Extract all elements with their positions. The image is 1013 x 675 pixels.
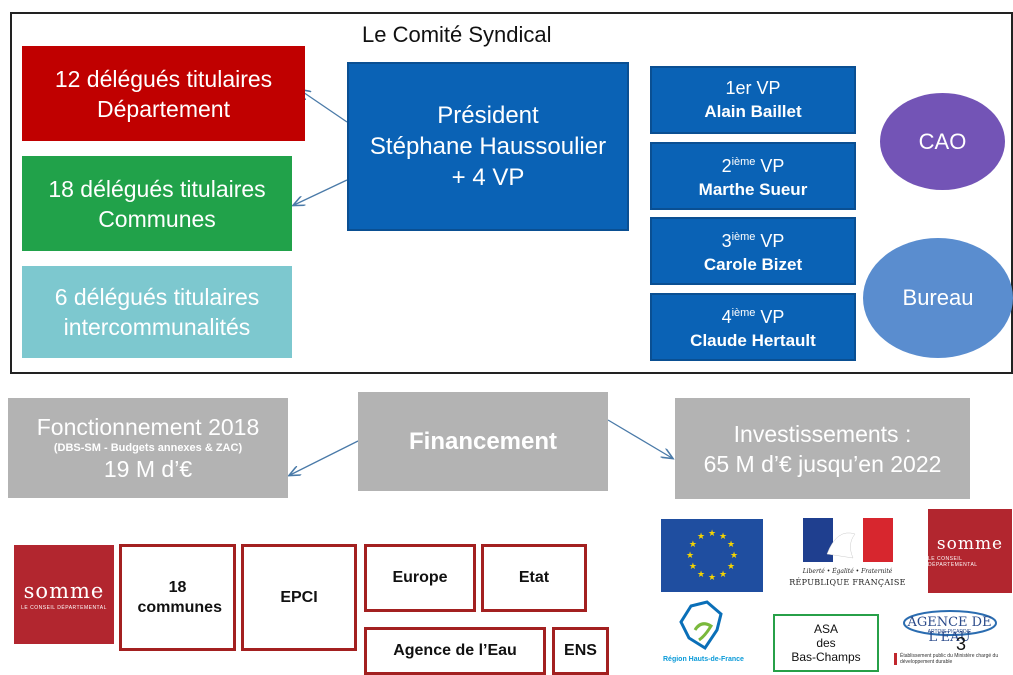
water-swoosh-icon (903, 610, 997, 636)
president-vp-count: + 4 VP (451, 164, 525, 191)
vp-rank: 4ième VP (721, 307, 785, 327)
vp-name: Carole Bizet (703, 255, 803, 274)
fonctionnement-amount: 19 M d’€ (103, 456, 193, 482)
vp-name: Marthe Sueur (698, 180, 808, 199)
eu-star: ★ (719, 569, 727, 579)
vp-rank: 1er VP (725, 78, 781, 98)
eu-star: ★ (689, 561, 697, 571)
eu-star: ★ (697, 569, 705, 579)
delegates-communes-box: 18 délégués titulaires Communes (22, 156, 292, 251)
fonctionnement-title: Fonctionnement 2018 (36, 414, 260, 440)
asa-bas-champs-logo: ASA des Bas-Champs (773, 614, 879, 672)
delegates-intercommunalites-box: 6 délégués titulaires intercommunalités (22, 266, 292, 358)
source-ens: ENS (552, 627, 609, 675)
source-europe: Europe (364, 544, 476, 612)
eu-star: ★ (686, 550, 694, 560)
eu-star: ★ (697, 531, 705, 541)
arrow-to-communes (294, 179, 348, 205)
page-number: 3 (956, 634, 967, 654)
financement-box: Financement (358, 392, 608, 491)
source-communes: 18 communes (119, 544, 236, 651)
arrow-to-investissements (607, 419, 672, 458)
eu-star: ★ (730, 550, 738, 560)
investissements-amount: 65 M d’€ jusqu’en 2022 (703, 450, 942, 477)
region-hauts-de-france-logo: Région Hauts-de-France (661, 600, 751, 675)
region-map-icon (679, 600, 723, 651)
delegates-communes-count: 18 délégués titulaires (48, 175, 266, 202)
delegates-departement-count: 12 délégués titulaires (54, 65, 273, 92)
vp-rank: 3ième VP (721, 231, 785, 251)
investissements-title: Investissements : (733, 420, 912, 447)
president-title: Président (437, 102, 539, 129)
somme-logo: somme LE CONSEIL DÉPARTEMENTAL (14, 545, 114, 644)
investissements-box: Investissements : 65 M d’€ jusqu’en 2022 (675, 398, 970, 499)
delegates-departement-label: Département (97, 95, 230, 122)
source-agence-eau: Agence de l’Eau (364, 627, 546, 675)
president-box: Président Stéphane Haussoulier + 4 VP (347, 62, 629, 231)
vp-rank: 2ième VP (721, 156, 785, 176)
eu-star: ★ (719, 531, 727, 541)
fonctionnement-detail: (DBS-SM - Budgets annexes & ZAC) (53, 442, 243, 454)
somme-logo-small: somme LE CONSEIL DÉPARTEMENTAL (928, 509, 1012, 593)
vp-box-3: 3ième VP Carole Bizet (650, 217, 856, 285)
comite-frame (10, 12, 1013, 374)
agence-eau-logo: AGENCE DE L'EAU ARTOIS-PICARDIE Établiss… (886, 607, 1013, 675)
delegates-communes-label: Communes (98, 205, 216, 232)
marianne-icon (803, 518, 893, 562)
eu-star: ★ (727, 561, 735, 571)
vp-name: Alain Baillet (704, 102, 802, 121)
arrow-to-fonctionnement (290, 440, 359, 475)
vp-box-4: 4ième VP Claude Hertault (650, 293, 856, 361)
arrow-to-departement (300, 90, 348, 123)
vp-box-2: 2ième VP Marthe Sueur (650, 142, 856, 210)
source-etat: Etat (481, 544, 587, 612)
fonctionnement-box: Fonctionnement 2018 (DBS-SM - Budgets an… (8, 398, 288, 498)
delegates-inter-count: 6 délégués titulaires (54, 284, 260, 310)
eu-star: ★ (708, 528, 716, 538)
delegates-inter-label: intercommunalités (63, 314, 251, 340)
eu-star: ★ (689, 539, 697, 549)
cao-circle: CAO (880, 93, 1005, 190)
source-epci: EPCI (241, 544, 357, 651)
bureau-circle: Bureau (863, 238, 1013, 358)
delegates-departement-box: 12 délégués titulaires Département (22, 46, 305, 141)
vp-box-1: 1er VP Alain Baillet (650, 66, 856, 134)
comite-title: Le Comité Syndical (362, 22, 552, 47)
republique-francaise-logo: Liberté • Égalité • Fraternité RÉPUBLIQU… (785, 514, 910, 596)
president-name: Stéphane Haussoulier (369, 133, 607, 160)
eu-star: ★ (727, 539, 735, 549)
eu-star: ★ (708, 572, 716, 582)
eu-flag-icon: ★★★★★★★★★★★★ (661, 519, 763, 592)
vp-name: Claude Hertault (690, 331, 816, 350)
